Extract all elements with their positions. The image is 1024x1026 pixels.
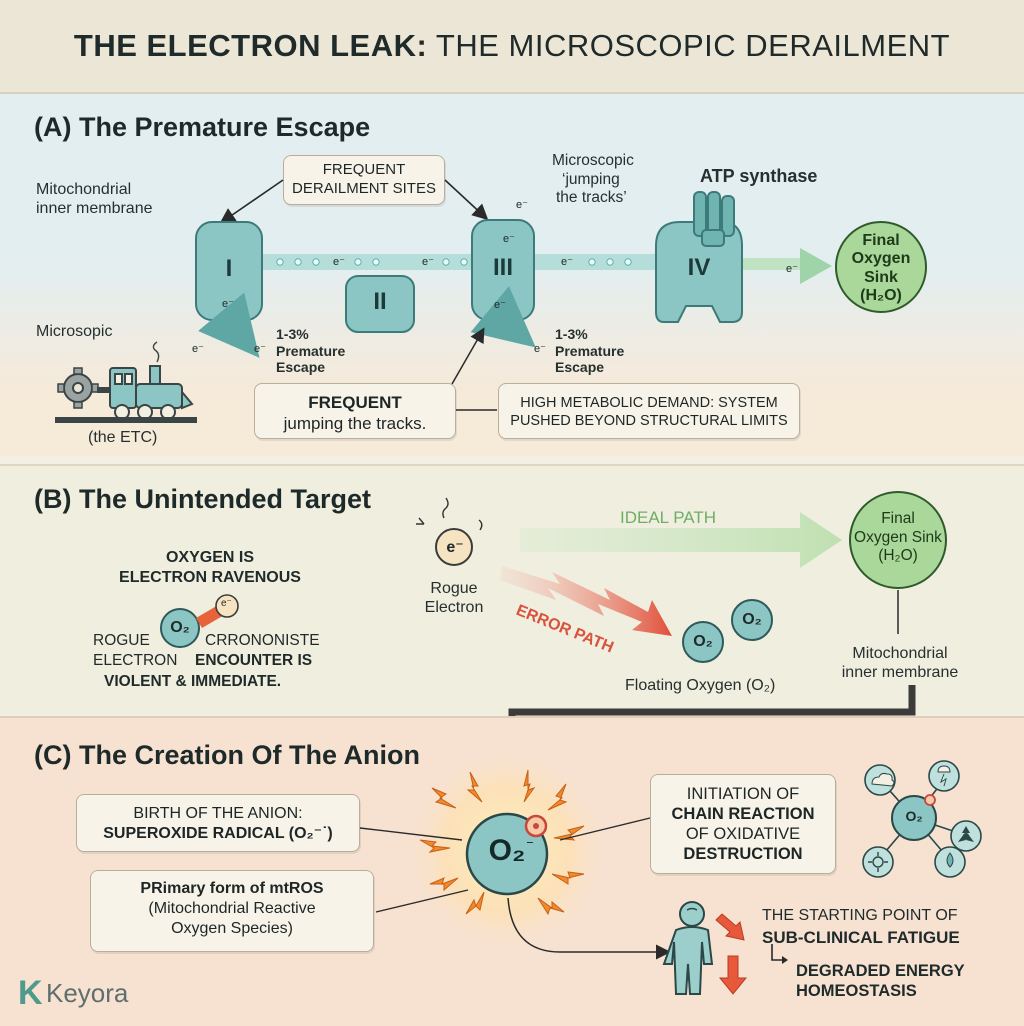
electron: e⁻ (561, 256, 573, 268)
section-b-title: (B) The Unintended Target (34, 484, 371, 514)
oxygen-icon (160, 608, 200, 648)
oxygen-sink-a (835, 221, 927, 313)
birth-of-anion-box: BIRTH OF THE ANION:SUPEROXIDE RADICAL (O… (76, 794, 360, 852)
spark-bolts (419, 769, 585, 916)
mtros-box: PRimary form of mtROS(Mitochondrial Reac… (90, 870, 374, 952)
electron: e⁻ (221, 598, 232, 609)
fatigue-line1: THE STARTING POINT OF (762, 907, 958, 924)
microsopic-label: Microsopic (36, 323, 113, 340)
keyora-logo: K (18, 974, 43, 1012)
complex-iii-label: III (492, 254, 513, 281)
atp-synthase-label: ATP synthase (700, 166, 818, 186)
electron: e⁻ (534, 343, 546, 355)
floating-oxygen-icon (731, 599, 773, 641)
title-bar (0, 0, 1024, 94)
etc-diagram (0, 179, 927, 423)
etc-label: (the ETC) (88, 429, 158, 446)
rogue-electron-symbol: e⁻ (446, 539, 464, 556)
rogue-electron-icon (435, 528, 473, 566)
anion-charge: ⁻ (526, 837, 534, 854)
brand-name: Keyora (46, 978, 129, 1008)
fatigued-person-icon (662, 901, 714, 995)
encounter-left2: ELECTRON (93, 652, 178, 669)
electron: e⁻ (503, 233, 515, 245)
floating-oxygen-icon (682, 621, 724, 663)
decline-arrows (715, 913, 748, 995)
electron: e⁻ (192, 343, 204, 355)
anion-label: O₂ (488, 834, 526, 867)
fatigue-line2: SUB-CLINICAL FATIGUE (762, 928, 960, 947)
virus-icon (862, 846, 894, 878)
flow-arrow-head (800, 248, 832, 284)
complex-ii (345, 275, 415, 333)
complex-ii-label: II (373, 288, 387, 315)
section-a-title: (A) The Premature Escape (34, 112, 371, 142)
floating-oxygen-label: Floating Oxygen (O₂) (625, 677, 776, 694)
floating-o2-1: O₂ (693, 633, 713, 650)
network-anion-label: O₂ (905, 808, 923, 824)
train-icon (55, 341, 197, 423)
error-path-arrow (500, 566, 672, 636)
electron: e⁻ (494, 299, 506, 311)
electron: e⁻ (422, 256, 434, 268)
complex-iv (655, 221, 743, 323)
encounter-left1: ROGUE (93, 632, 150, 649)
network-anion-icon (891, 795, 937, 841)
anion-diagram (359, 745, 982, 995)
complex-i-label: I (225, 255, 233, 282)
complex-iv-label: IV (687, 254, 711, 281)
electron: e⁻ (516, 199, 528, 211)
atp-synthase (693, 191, 735, 247)
floating-o2-2: O₂ (742, 611, 762, 628)
electron: e⁻ (786, 263, 798, 275)
electron-icon (215, 594, 239, 618)
target-diagram (160, 491, 947, 716)
ideal-path-arrow (520, 512, 842, 568)
electron: e⁻ (333, 256, 345, 268)
encounter-right2: ENCOUNTER IS (195, 652, 313, 669)
encounter-line3: VIOLENT & IMMEDIATE. (104, 673, 282, 690)
ideal-path-label: IDEAL PATH (620, 508, 717, 527)
section-c-title: (C) The Creation Of The Anion (34, 740, 420, 770)
electron: e⁻ (254, 343, 266, 355)
encounter-right1: CRRONONISTE (205, 632, 320, 649)
superoxide-anion-icon (465, 812, 549, 896)
page-title: THE ELECTRON LEAK: THE MICROSCOPIC DERAI… (73, 28, 951, 63)
o2-label: O₂ (170, 619, 190, 636)
section-b-panel (0, 464, 1024, 714)
microscopic-note: Microscopic ‘jumping the tracks’ (552, 152, 634, 207)
oxygen-sink-b (849, 491, 947, 589)
electron: e⁻ (222, 298, 234, 310)
